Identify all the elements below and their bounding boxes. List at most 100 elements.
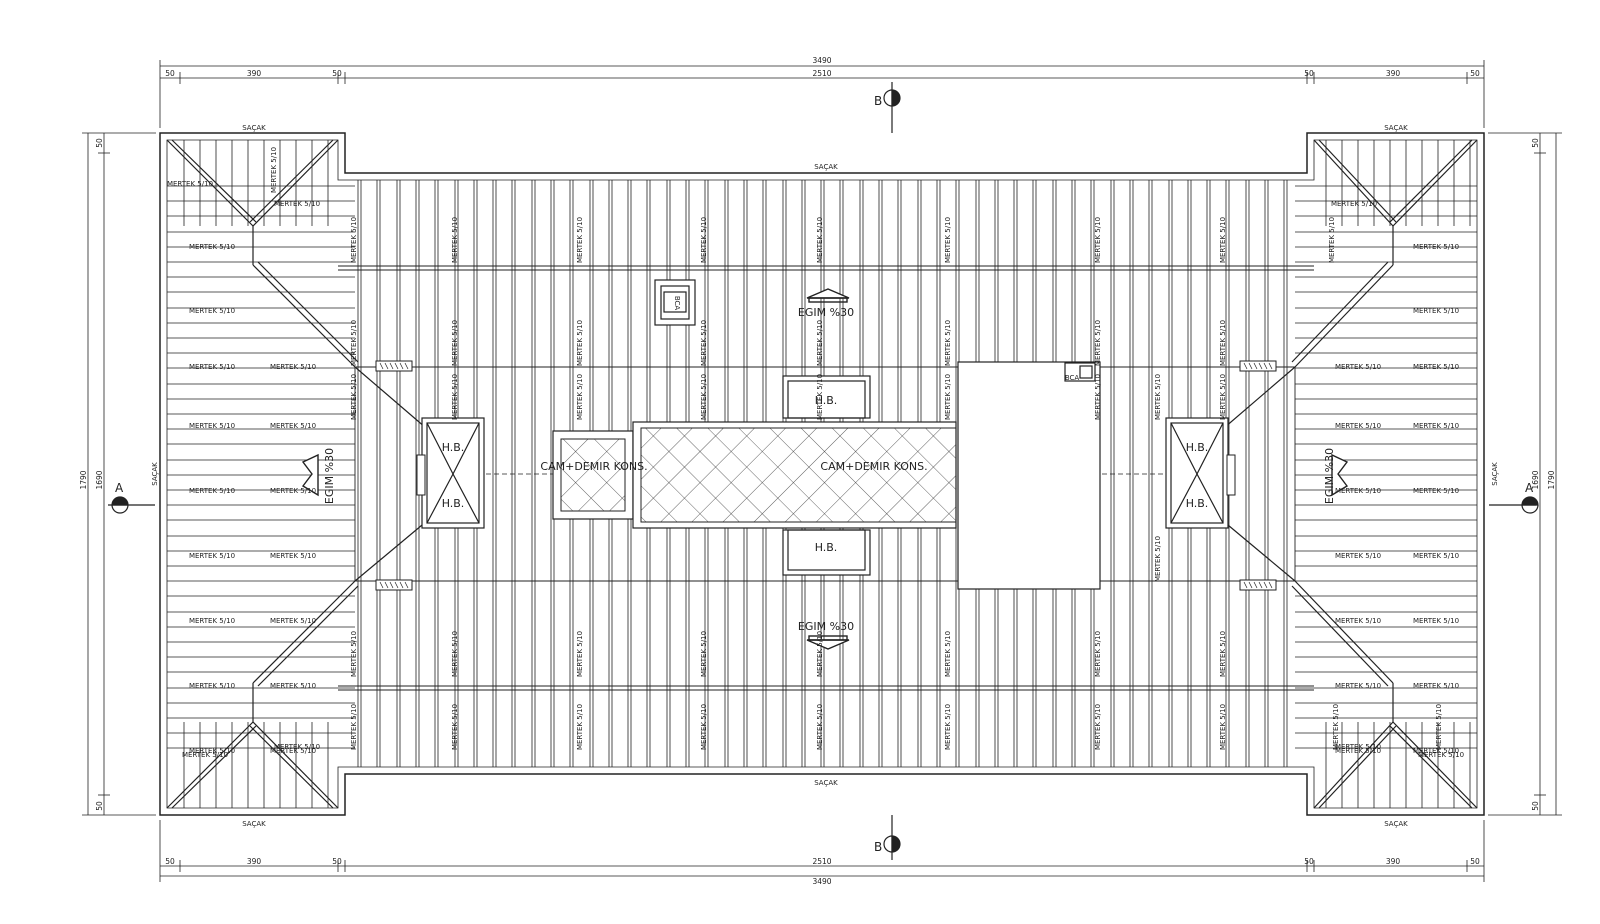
rafter-label: MERTEK 5/10 bbox=[189, 682, 235, 690]
rafter-label: MERTEK 5/10 bbox=[270, 617, 316, 625]
rafter-label: MERTEK 5/10 bbox=[1335, 487, 1381, 495]
rafter-label: MERTEK 5/10 bbox=[1219, 374, 1227, 420]
rafter-label: MERTEK 5/10 bbox=[1328, 217, 1336, 263]
vent-slot bbox=[394, 581, 399, 589]
rafter-label: MERTEK 5/10 bbox=[700, 374, 708, 420]
rafter-label: MERTEK 5/10 bbox=[816, 704, 824, 750]
rafter-label: MERTEK 5/10 bbox=[270, 363, 316, 371]
rafter-label: MERTEK 5/10 bbox=[576, 704, 584, 750]
dim-eave-right-top: 50 bbox=[1531, 138, 1540, 148]
rafter-label: MERTEK 5/10 bbox=[350, 704, 358, 750]
rafter-label: MERTEK 5/10 bbox=[1332, 704, 1340, 750]
hb-label-right-bot: H.B. bbox=[1186, 497, 1209, 510]
dim-wing-bot-1: 390 bbox=[247, 857, 262, 866]
eave-label-bot-left: SAÇAK bbox=[242, 820, 266, 828]
rafter-label: MERTEK 5/10 bbox=[350, 374, 358, 420]
dim-eave-top-1: 50 bbox=[165, 69, 175, 78]
vent-slot bbox=[1268, 362, 1273, 370]
slope-label-top: EGIM %30 bbox=[798, 306, 854, 319]
ventilation-slots bbox=[379, 362, 1273, 589]
section-markers bbox=[108, 82, 1539, 860]
rafter-label: MERTEK 5/10 bbox=[189, 307, 235, 315]
rafter-label: MERTEK 5/10 bbox=[816, 631, 824, 677]
rafter-label: MERTEK 5/10 bbox=[1331, 200, 1377, 208]
feature-labels: H.B. H.B. H.B. H.B. H.B. H.B. CAM+DEMIR … bbox=[323, 296, 1336, 633]
rafter-label: MERTEK 5/10 bbox=[451, 704, 459, 750]
hb-boxes bbox=[421, 375, 1229, 576]
vent-slot bbox=[1248, 581, 1253, 589]
rafter-label: MERTEK 5/10 bbox=[189, 552, 235, 560]
rafter-label: MERTEK 5/10 bbox=[270, 422, 316, 430]
rafter-label: MERTEK 5/10 bbox=[270, 682, 316, 690]
rafter-label: MERTEK 5/10 bbox=[451, 374, 459, 420]
eave-label-top-right: SAÇAK bbox=[1384, 124, 1408, 132]
dim-eave-right-bot: 50 bbox=[1531, 801, 1540, 811]
eave-label-right: SAÇAK bbox=[1491, 462, 1499, 486]
dim-wing-top-2: 390 bbox=[1386, 69, 1401, 78]
rafter-label: MERTEK 5/10 bbox=[274, 743, 320, 751]
rafter-label: MERTEK 5/10 bbox=[1219, 631, 1227, 677]
dim-total-top: 3490 bbox=[812, 56, 831, 65]
vent-slot bbox=[379, 581, 384, 589]
vent-slot bbox=[1263, 362, 1268, 370]
rafter-label: MERTEK 5/10 bbox=[1335, 617, 1381, 625]
vent-slot bbox=[389, 362, 394, 370]
rafter-label: MERTEK 5/10 bbox=[944, 320, 952, 366]
hb-label-right-top: H.B. bbox=[1186, 441, 1209, 454]
vent-slot bbox=[1268, 581, 1273, 589]
rafter-label: MERTEK 5/10 bbox=[1335, 422, 1381, 430]
rafter-label: MERTEK 5/10 bbox=[1413, 422, 1459, 430]
rafter-label: MERTEK 5/10 bbox=[1335, 747, 1381, 755]
rafter-label: MERTEK 5/10 bbox=[189, 487, 235, 495]
rafter-label: MERTEK 5/10 bbox=[1418, 751, 1464, 759]
rafter-label: MERTEK 5/10 bbox=[1335, 743, 1381, 751]
eave-label-bot-center: SAÇAK bbox=[814, 779, 838, 787]
dim-eave-top-2: 50 bbox=[332, 69, 342, 78]
vent-slot bbox=[404, 581, 409, 589]
eave-label-top-center: SAÇAK bbox=[814, 163, 838, 171]
vent-slot bbox=[1263, 581, 1268, 589]
vent-slot bbox=[1243, 581, 1248, 589]
dim-height-inner-right: 1690 bbox=[1531, 470, 1540, 489]
rafter-label: MERTEK 5/10 bbox=[944, 631, 952, 677]
rafter-label: MERTEK 5/10 bbox=[1094, 217, 1102, 263]
purlins bbox=[338, 265, 1314, 691]
ventilation-bars bbox=[375, 360, 1277, 591]
rafter-label: MERTEK 5/10 bbox=[1335, 552, 1381, 560]
rafter-label: MERTEK 5/10 bbox=[700, 217, 708, 263]
rafter-label: MERTEK 5/10 bbox=[816, 320, 824, 366]
eave-label-top-left: SAÇAK bbox=[242, 124, 266, 132]
slope-label-bottom: EGIM %30 bbox=[798, 620, 854, 633]
vent-slot bbox=[1258, 581, 1263, 589]
horizontal-rafters bbox=[167, 185, 1477, 749]
rafter-label: MERTEK 5/10 bbox=[944, 217, 952, 263]
dim-total-bot: 3490 bbox=[812, 877, 831, 886]
hip-lines bbox=[166, 139, 1478, 809]
dim-eave-left-bot: 50 bbox=[95, 801, 104, 811]
vent-slot bbox=[379, 362, 384, 370]
vent-slot bbox=[1243, 362, 1248, 370]
rafter-label: MERTEK 5/10 bbox=[1154, 536, 1162, 582]
rafter-label: MERTEK 5/10 bbox=[1413, 363, 1459, 371]
glass-label-center: CAM+DEMIR KONS. bbox=[820, 460, 927, 473]
vent-label-small: BCA bbox=[1065, 374, 1080, 382]
vent-slot bbox=[1253, 362, 1258, 370]
rafter-label: MERTEK 5/10 bbox=[1094, 374, 1102, 420]
rafter-label: MERTEK 5/10 bbox=[1413, 307, 1459, 315]
rafter-label: MERTEK 5/10 bbox=[350, 631, 358, 677]
dim-eave-top-3: 50 bbox=[1304, 69, 1314, 78]
dim-eave-bot-2: 50 bbox=[332, 857, 342, 866]
roof-opening bbox=[957, 361, 1101, 590]
rafter-label: MERTEK 5/10 bbox=[350, 320, 358, 366]
hb-label-left-top: H.B. bbox=[442, 441, 465, 454]
rafter-label: MERTEK 5/10 bbox=[1219, 320, 1227, 366]
rafter-label: MERTEK 5/10 bbox=[1413, 682, 1459, 690]
rafter-label: MERTEK 5/10 bbox=[1219, 704, 1227, 750]
rafter-label: MERTEK 5/10 bbox=[944, 374, 952, 420]
rafter-label: MERTEK 5/10 bbox=[274, 200, 320, 208]
vent-slot bbox=[394, 362, 399, 370]
dim-eave-left-top: 50 bbox=[95, 138, 104, 148]
dim-wing-bot-2: 390 bbox=[1386, 857, 1401, 866]
vent-slot bbox=[399, 581, 404, 589]
